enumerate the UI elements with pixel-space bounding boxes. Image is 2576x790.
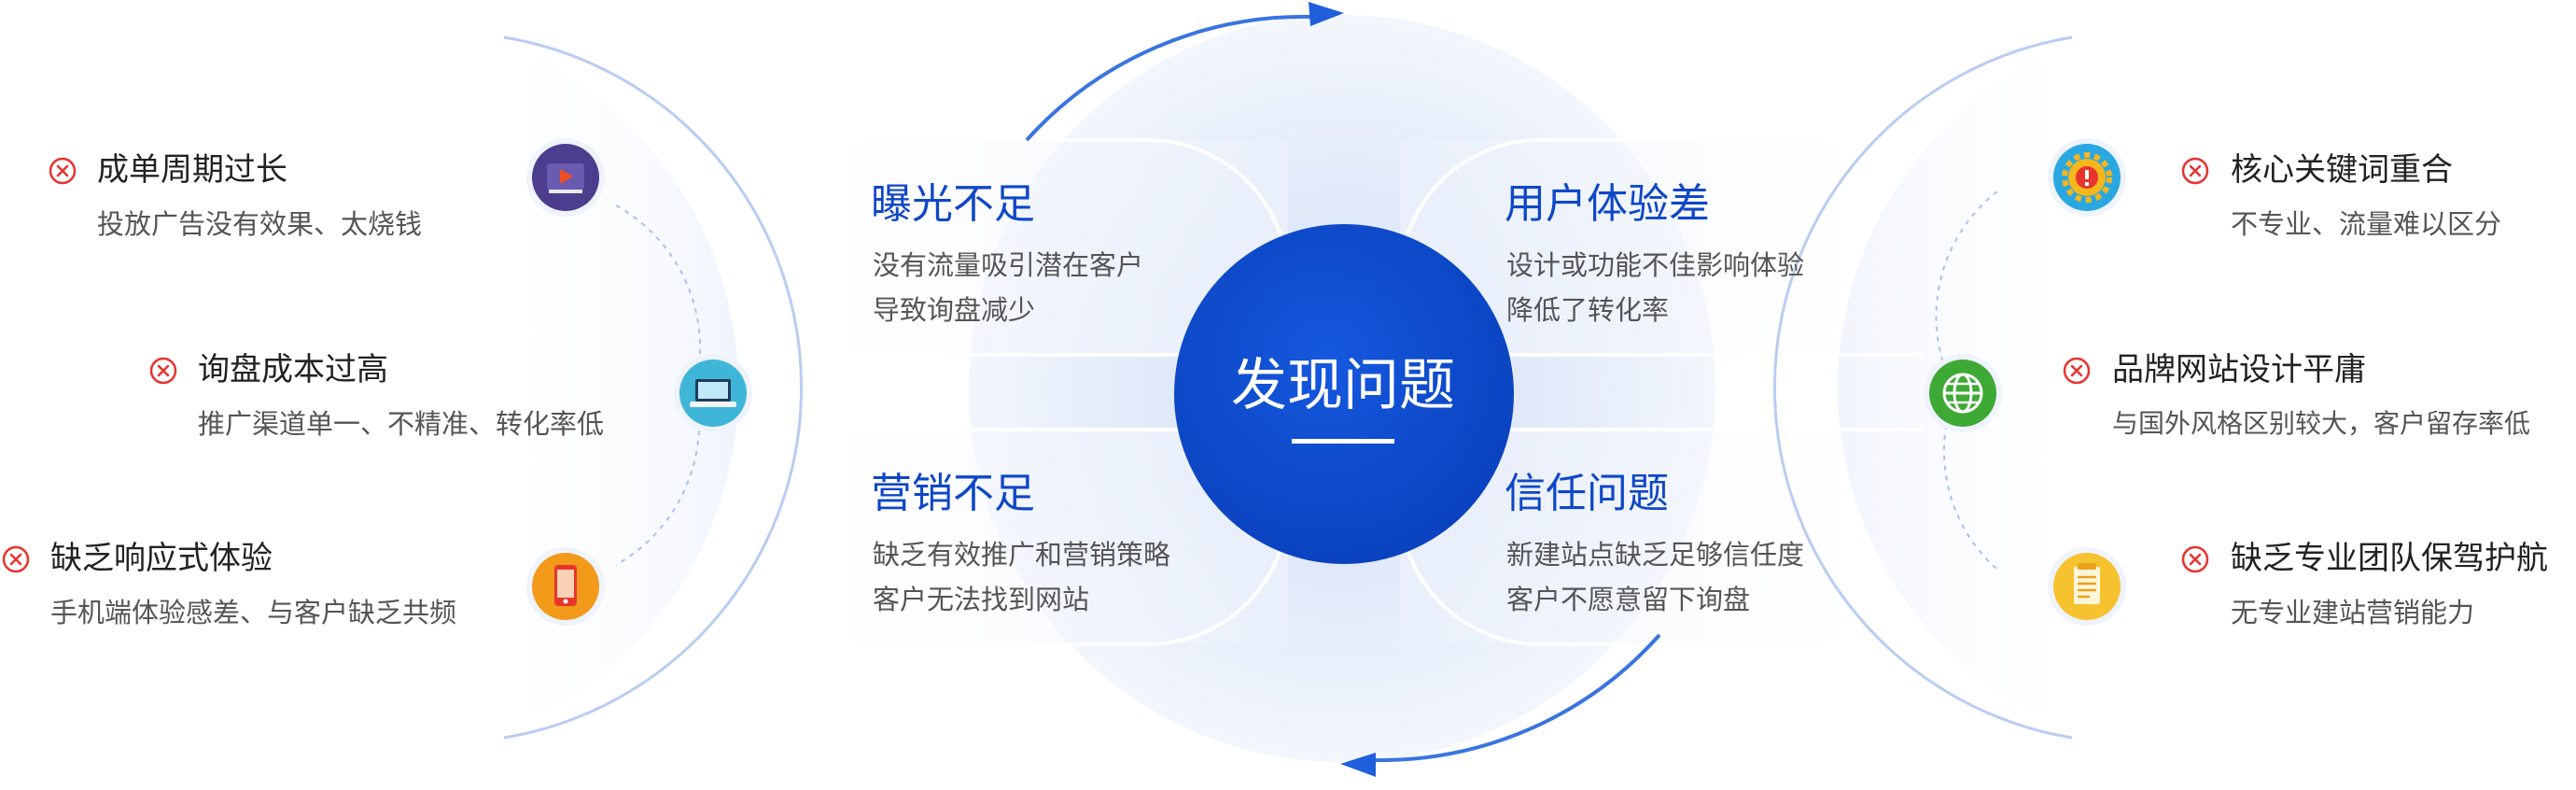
quadrant-line: 客户不愿意留下询盘 [1506,584,1751,615]
close-circle-icon [2181,157,2209,185]
item-desc: 手机端体验感差、与客户缺乏共频 [50,597,457,628]
quadrant-title: 信任问题 [1505,470,1669,517]
item-desc: 无专业建站营销能力 [2231,597,2475,628]
quadrant-title: 用户体验差 [1505,180,1710,228]
item-title: 核心关键词重合 [2231,151,2453,189]
mobile-phone-icon [526,547,605,626]
item-title: 缺乏专业团队保驾护航 [2231,540,2548,577]
quadrant-line: 客户无法找到网站 [873,584,1090,615]
center-title: 发现问题 [1231,353,1455,418]
item-desc: 投放广告没有效果、太烧钱 [97,208,423,240]
quadrant-line: 新建站点缺乏足够信任度 [1506,539,1805,571]
globe-icon [1924,354,2002,432]
gear-alert-icon [2048,138,2126,217]
quadrant-title: 曝光不足 [871,180,1035,228]
item-title: 品牌网站设计平庸 [2112,351,2366,388]
document-icon [2048,547,2126,626]
close-circle-icon [2063,357,2091,385]
quadrant-title: 营销不足 [871,470,1035,517]
quadrant-line: 设计或功能不佳影响体验 [1506,249,1805,281]
quadrant-line: 缺乏有效推广和营销策略 [873,539,1171,571]
quadrant-line: 导致询盘减少 [873,294,1036,326]
quadrant-line: 降低了转化率 [1506,294,1670,326]
close-circle-icon [2181,545,2209,573]
video-play-icon [526,138,605,217]
close-circle-icon [149,357,177,385]
item-desc: 不专业、流量难以区分 [2231,208,2502,240]
item-desc: 与国外风格区别较大，客户留存率低 [2112,408,2531,439]
item-title: 缺乏响应式体验 [50,540,273,577]
item-title: 询盘成本过高 [198,351,388,388]
quadrant-line: 没有流量吸引潜在客户 [873,249,1144,281]
close-circle-icon [2,545,30,573]
item-title: 成单周期过长 [97,151,287,189]
item-desc: 推广渠道单一、不精准、转化率低 [198,408,605,440]
center-underline [1292,439,1394,444]
laptop-icon [674,354,752,432]
close-circle-icon [49,157,77,185]
